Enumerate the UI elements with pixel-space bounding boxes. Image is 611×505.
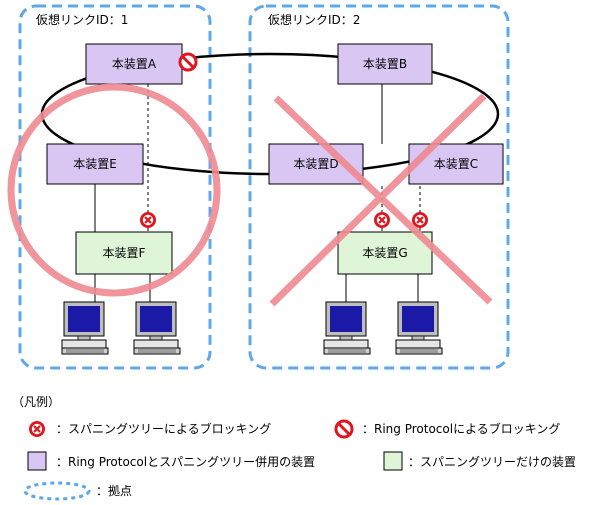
site-label-2: 仮想リンクID：2 xyxy=(268,12,360,27)
legend-stp-device-label: ：スパニングツリーだけの装置 xyxy=(408,455,576,469)
stp-block-icon xyxy=(29,421,45,437)
device-e: 本装置E xyxy=(46,143,144,185)
stp-block-icon xyxy=(140,212,156,228)
legend-stp-block: ：スパニングツリーによるブロッキング xyxy=(29,421,271,437)
device-f: 本装置F xyxy=(75,231,173,275)
stp-block-icon xyxy=(412,212,428,228)
pc-icon xyxy=(323,301,371,355)
ok-circle-mark xyxy=(7,83,221,297)
device-d: 本装置D xyxy=(268,143,364,185)
device-g-label: 本装置G xyxy=(362,246,407,260)
pc-icon xyxy=(133,301,181,355)
device-b: 本装置B xyxy=(337,43,433,85)
legend-site-label: ：拠点 xyxy=(96,484,132,498)
device-a-label: 本装置A xyxy=(112,57,157,71)
device-d-label: 本装置D xyxy=(293,157,338,171)
legend-site: ：拠点 xyxy=(23,481,132,501)
site-region-1 xyxy=(18,4,212,370)
legend-ring-stp-device-label: ：Ring Protocolとスパニングツリー併用の装置 xyxy=(56,455,315,469)
stp-block-icon xyxy=(374,212,390,228)
site-region-2 xyxy=(248,4,510,370)
legend-ring-stp-device: ：Ring Protocolとスパニングツリー併用の装置 xyxy=(27,451,315,471)
pc-icon xyxy=(61,301,109,355)
legend-stp-device: ：スパニングツリーだけの装置 xyxy=(383,451,576,471)
device-g: 本装置G xyxy=(337,231,433,275)
site-legend-icon xyxy=(23,481,91,501)
ring-block-icon xyxy=(178,52,198,72)
device-f-label: 本装置F xyxy=(103,246,146,260)
device-c-label: 本装置C xyxy=(434,157,478,171)
legend-stp-block-label: ：スパニングツリーによるブロッキング xyxy=(56,421,271,436)
site-label-1: 仮想リンクID：1 xyxy=(36,12,128,27)
legend-ring-block: ：Ring Protocolによるブロッキング xyxy=(334,419,560,439)
legend-title: （凡例） xyxy=(12,395,60,409)
device-c: 本装置C xyxy=(408,143,504,185)
legend-ring-block-label: ：Ring Protocolによるブロッキング xyxy=(362,421,560,436)
device-b-label: 本装置B xyxy=(363,57,407,71)
ring-block-icon xyxy=(334,419,354,439)
pc-icon xyxy=(395,301,443,355)
ng-cross-mark xyxy=(269,93,493,307)
device-e-label: 本装置E xyxy=(73,157,117,171)
device-a: 本装置A xyxy=(85,43,183,85)
